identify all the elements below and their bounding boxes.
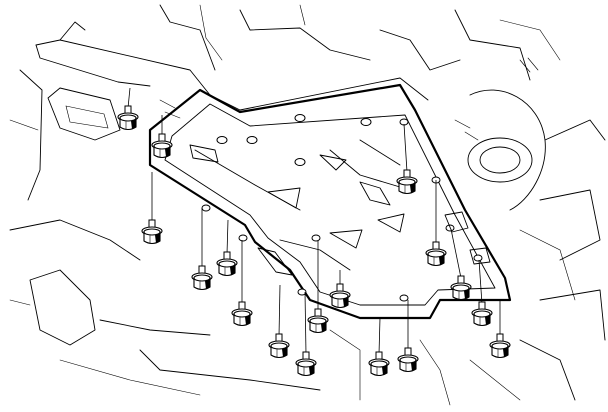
- bolt-icon: [489, 300, 511, 359]
- bolt-icon: [231, 240, 253, 327]
- leader-line: [378, 317, 381, 355]
- leader-line: [278, 284, 281, 337]
- leader-line: [226, 219, 229, 255]
- leader-line: [478, 259, 483, 305]
- leader-line: [127, 87, 131, 109]
- bolt-icon: [191, 208, 213, 291]
- bolt-icon: [397, 300, 419, 373]
- bolt-icon: [295, 291, 317, 377]
- leader-line: [450, 228, 462, 279]
- bolt-icon: [216, 219, 238, 277]
- bolt-icon: [151, 115, 173, 159]
- mounting-bolts: [117, 87, 511, 377]
- bolt-icon: [141, 172, 163, 245]
- bolt-icon: [329, 270, 351, 309]
- bolt-icon: [368, 317, 390, 377]
- leader-line: [403, 123, 408, 173]
- bolt-icon: [268, 284, 290, 359]
- bolt-icon: [450, 228, 472, 301]
- bolt-icon: [471, 259, 493, 327]
- bolt-icon: [425, 180, 447, 267]
- leader-line: [304, 291, 307, 355]
- bolt-icon: [307, 240, 329, 334]
- splash-shield-panel: [148, 83, 512, 320]
- bolt-icon: [396, 123, 418, 195]
- bolt-icon: [117, 87, 139, 131]
- background-structure: [9, 4, 606, 406]
